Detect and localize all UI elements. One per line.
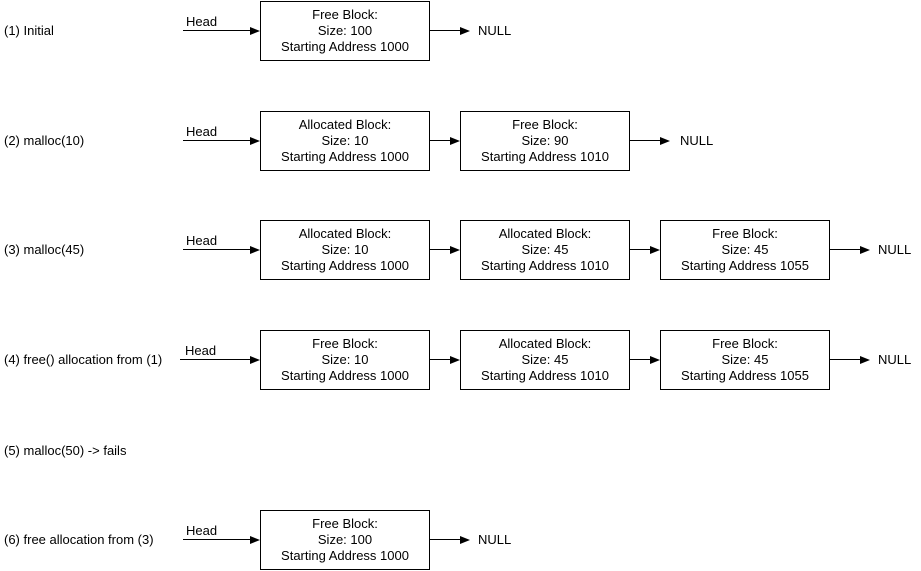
- next-arrowhead-icon: [460, 535, 470, 544]
- block-title: Allocated Block:: [498, 226, 592, 241]
- next-arrowhead-icon: [450, 245, 460, 254]
- block-address: Starting Address 1010: [481, 149, 609, 164]
- next-arrow-line: [830, 359, 860, 360]
- null-label: NULL: [478, 532, 512, 547]
- free-block: Free Block: Size: 10 Starting Address 10…: [260, 330, 430, 390]
- next-arrow-line: [630, 249, 650, 250]
- block-address: Starting Address 1000: [281, 258, 409, 273]
- block-title: Allocated Block:: [298, 226, 392, 241]
- block-address: Starting Address 1055: [681, 258, 809, 273]
- block-size: Size: 45: [721, 242, 769, 257]
- block-title: Free Block:: [312, 7, 378, 22]
- block-address: Starting Address 1000: [281, 149, 409, 164]
- head-arrow-line: [183, 539, 250, 540]
- free-block: Free Block: Size: 100 Starting Address 1…: [260, 510, 430, 570]
- null-label: NULL: [878, 242, 912, 257]
- block-address: Starting Address 1055: [681, 368, 809, 383]
- head-arrow-line: [183, 30, 250, 31]
- next-arrow-line: [630, 359, 650, 360]
- free-block: Free Block: Size: 45 Starting Address 10…: [660, 330, 830, 390]
- row-label-3: (3) malloc(45): [4, 242, 85, 257]
- block-title: Allocated Block:: [498, 336, 592, 351]
- block-title: Free Block:: [312, 336, 378, 351]
- allocated-block: Allocated Block: Size: 10 Starting Addre…: [260, 220, 430, 280]
- next-arrowhead-icon: [450, 136, 460, 145]
- allocated-block: Allocated Block: Size: 45 Starting Addre…: [460, 220, 630, 280]
- free-block: Free Block: Size: 100 Starting Address 1…: [260, 1, 430, 61]
- row-label-2: (2) malloc(10): [4, 133, 85, 148]
- allocated-block: Allocated Block: Size: 10 Starting Addre…: [260, 111, 430, 171]
- block-size: Size: 10: [321, 352, 369, 367]
- head-arrowhead-icon: [250, 26, 260, 35]
- next-arrow-line: [630, 140, 660, 141]
- block-size: Size: 45: [521, 242, 569, 257]
- next-arrowhead-icon: [450, 355, 460, 364]
- block-title: Free Block:: [312, 516, 378, 531]
- head-arrow-line: [180, 359, 250, 360]
- head-pointer-label: Head: [186, 14, 218, 29]
- next-arrowhead-icon: [660, 136, 670, 145]
- block-size: Size: 45: [721, 352, 769, 367]
- head-arrowhead-icon: [250, 535, 260, 544]
- row-label-6: (6) free allocation from (3): [4, 532, 154, 547]
- head-arrowhead-icon: [250, 136, 260, 145]
- row-label-1: (1) Initial: [4, 23, 54, 38]
- head-pointer-label: Head: [186, 523, 218, 538]
- null-label: NULL: [878, 352, 912, 367]
- row-label-5: (5) malloc(50) -> fails: [4, 443, 127, 458]
- block-address: Starting Address 1000: [281, 368, 409, 383]
- head-arrow-line: [183, 249, 250, 250]
- head-pointer-label: Head: [186, 124, 218, 139]
- block-size: Size: 45: [521, 352, 569, 367]
- next-arrow-line: [430, 249, 450, 250]
- head-pointer-label: Head: [186, 233, 218, 248]
- next-arrow-line: [430, 359, 450, 360]
- head-arrow-line: [183, 140, 250, 141]
- block-address: Starting Address 1010: [481, 258, 609, 273]
- block-size: Size: 100: [317, 532, 373, 547]
- block-title: Free Block:: [712, 336, 778, 351]
- block-size: Size: 90: [521, 133, 569, 148]
- block-address: Starting Address 1000: [281, 39, 409, 54]
- next-arrow-line: [430, 140, 450, 141]
- next-arrow-line: [430, 30, 460, 31]
- next-arrowhead-icon: [650, 245, 660, 254]
- head-pointer-label: Head: [185, 343, 217, 358]
- next-arrowhead-icon: [860, 355, 870, 364]
- block-title: Free Block:: [712, 226, 778, 241]
- row-label-4: (4) free() allocation from (1): [4, 352, 163, 367]
- allocated-block: Allocated Block: Size: 45 Starting Addre…: [460, 330, 630, 390]
- next-arrowhead-icon: [650, 355, 660, 364]
- null-label: NULL: [478, 23, 512, 38]
- null-label: NULL: [680, 133, 714, 148]
- free-block: Free Block: Size: 90 Starting Address 10…: [460, 111, 630, 171]
- block-size: Size: 100: [317, 23, 373, 38]
- block-size: Size: 10: [321, 242, 369, 257]
- block-title: Allocated Block:: [298, 117, 392, 132]
- block-address: Starting Address 1000: [281, 548, 409, 563]
- free-block: Free Block: Size: 45 Starting Address 10…: [660, 220, 830, 280]
- head-arrowhead-icon: [250, 245, 260, 254]
- next-arrow-line: [830, 249, 860, 250]
- next-arrowhead-icon: [860, 245, 870, 254]
- block-title: Free Block:: [512, 117, 578, 132]
- next-arrow-line: [430, 539, 460, 540]
- head-arrowhead-icon: [250, 355, 260, 364]
- next-arrowhead-icon: [460, 26, 470, 35]
- block-size: Size: 10: [321, 133, 369, 148]
- block-address: Starting Address 1010: [481, 368, 609, 383]
